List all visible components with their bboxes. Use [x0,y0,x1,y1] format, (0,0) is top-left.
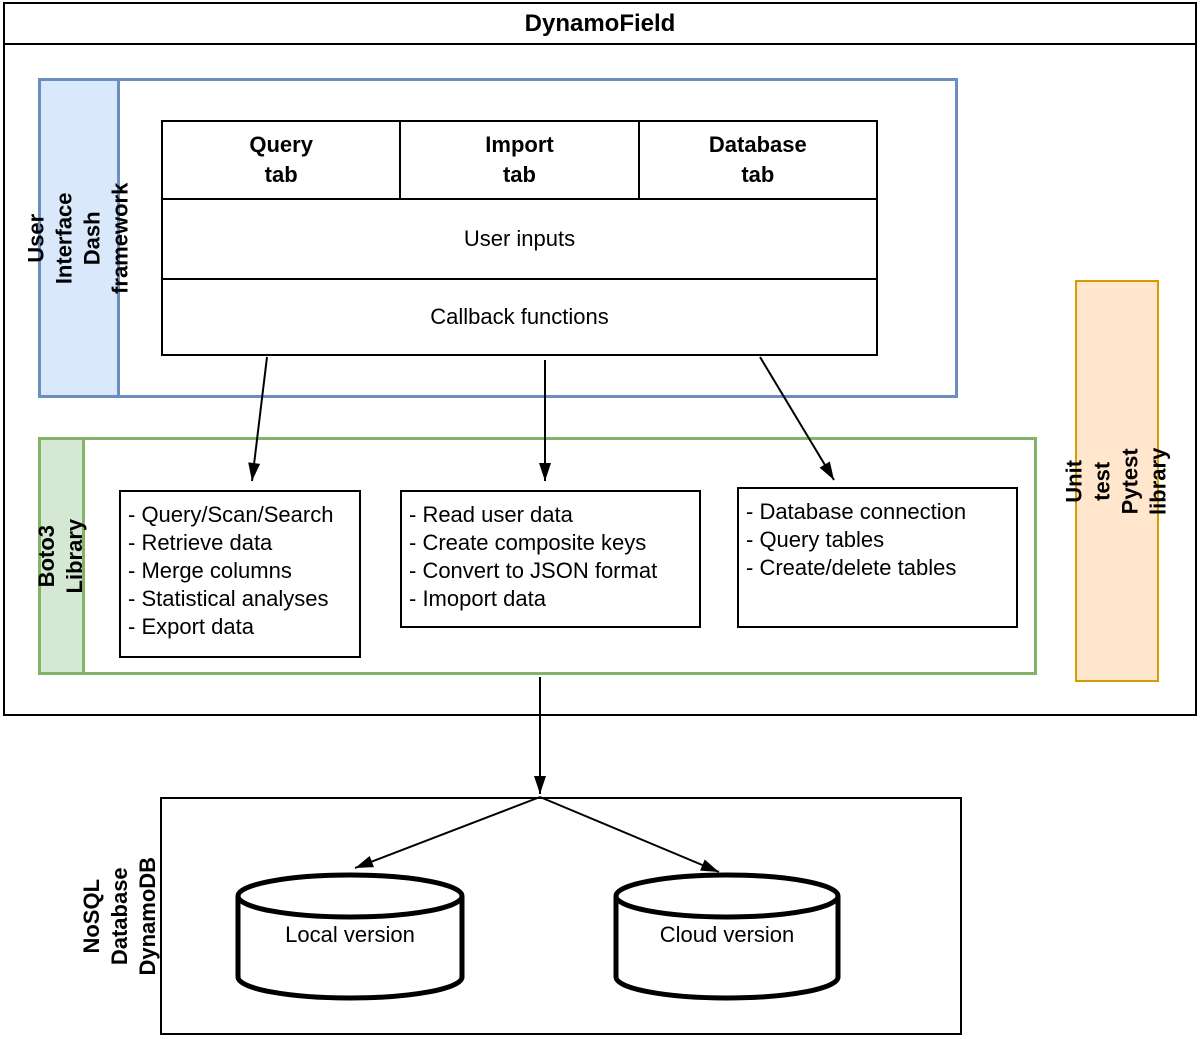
boto3-label-column: Boto3 Library [34,437,88,675]
list-item: - Retrieve data [128,530,273,555]
tab-row: Query tab Import tab Database tab [163,122,876,200]
list-item: - Imoport data [409,586,546,611]
list-item: - Query tables [746,527,885,552]
list-item: - Create composite keys [409,530,647,555]
list-item: - Merge columns [128,558,292,583]
title-bar: DynamoField [3,2,1197,45]
tab-import: Import tab [401,122,640,200]
tab-database: Database tab [639,122,876,200]
unit-test-box: Unit test Pytest library [1062,280,1171,682]
unit-test-label: Unit test Pytest library [1061,447,1172,515]
list-item: - Query/Scan/Search [128,502,334,527]
list-item: - Read user data [409,502,573,527]
list-item: - Statistical analyses [128,586,329,611]
list-item: - Convert to JSON format [409,558,658,583]
ui-table: Query tab Import tab Database tab User i… [161,120,878,356]
query-functions-box: - Query/Scan/Search - Retrieve data - Me… [119,490,361,658]
boto3-label: Boto3 Library [34,518,88,594]
row-callback-functions: Callback functions [430,304,609,329]
import-functions-box: - Read user data - Create composite keys… [400,490,701,628]
database-functions-box: - Database connection - Query tables - C… [737,487,1018,628]
list-item: - Create/delete tables [746,555,957,580]
nosql-db-box [80,797,962,1035]
list-item: - Database connection [746,499,967,524]
row-user-inputs: User inputs [163,200,876,280]
page-title: DynamoField [524,9,676,37]
ui-label-column: User Interface Dash framework [24,78,133,398]
nosql-db-label-column: NoSQL Database DynamoDB [78,797,162,1035]
ui-label: User Interface Dash framework [23,182,134,294]
tab-query: Query tab [163,122,402,200]
cylinder-cloud-label: Cloud version [659,922,795,947]
cylinder-local-label: Local version [285,922,415,947]
nosql-db-label: NoSQL Database DynamoDB [78,856,161,976]
list-item: - Export data [128,614,254,639]
